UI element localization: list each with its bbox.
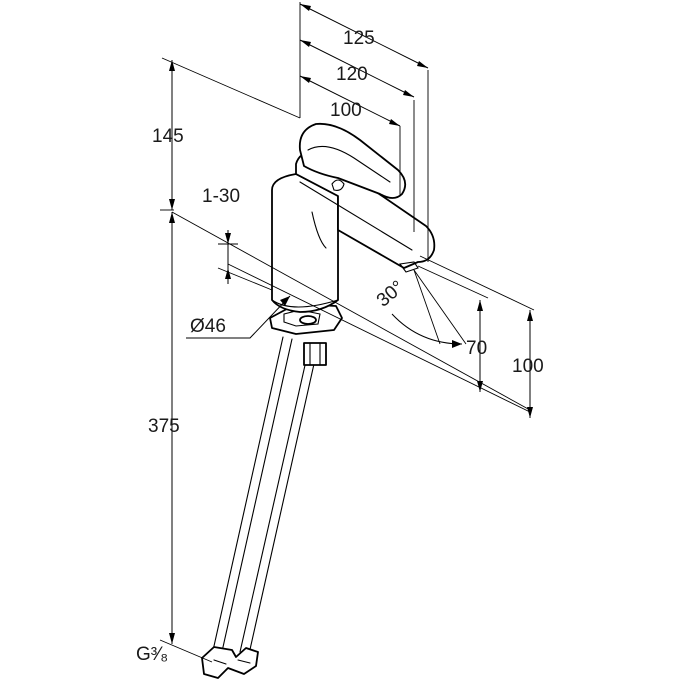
supply-hose-left xyxy=(211,336,284,656)
dimension-labels: 125 120 100 145 1-30 Ø46 30° 70 100 375 … xyxy=(136,28,544,665)
supply-hose-right-inner xyxy=(248,354,317,655)
label-70: 70 xyxy=(466,338,487,359)
label-120: 120 xyxy=(336,64,368,85)
label-145: 145 xyxy=(152,126,184,147)
leader-diameter-46 xyxy=(186,295,291,339)
dim-line-100 xyxy=(299,75,401,127)
label-g38: G³⁄₈ xyxy=(136,644,168,665)
connector-g38 xyxy=(201,646,259,679)
faucet-body xyxy=(201,122,436,679)
faucet-column xyxy=(271,173,339,313)
label-125: 125 xyxy=(343,28,375,49)
label-angle-30: 30° xyxy=(373,277,409,312)
hose-nut xyxy=(303,342,327,366)
faucet-lever xyxy=(298,122,407,199)
dim-line-125 xyxy=(299,3,429,69)
label-375: 375 xyxy=(148,416,180,437)
dimension-lines xyxy=(159,2,535,663)
label-100-right: 100 xyxy=(512,356,544,377)
label-1-30: 1-30 xyxy=(202,186,240,207)
supply-hose-left-inner xyxy=(220,338,293,657)
label-100-top: 100 xyxy=(330,100,362,121)
supply-hose-right xyxy=(239,351,309,653)
label-diameter-46: Ø46 xyxy=(190,316,226,337)
dim-line-120 xyxy=(299,39,415,98)
